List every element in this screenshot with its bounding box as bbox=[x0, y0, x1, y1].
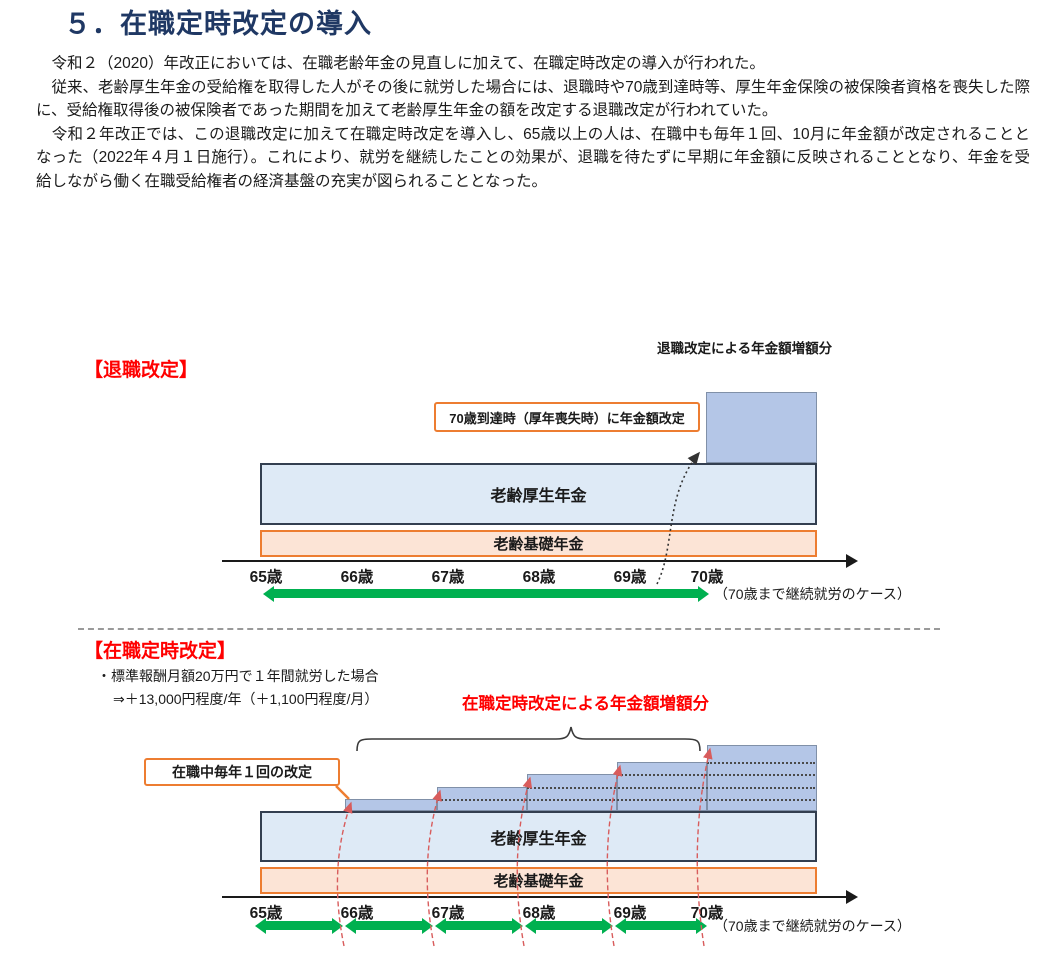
paragraph-3: 令和２年改正では、この退職改定に加えて在職定時改定を導入し、65歳以上の人は、在… bbox=[36, 125, 1030, 190]
diagram2-dotted-level-2 bbox=[527, 787, 815, 789]
diagram1-case-note: （70歳まで継続就労のケース） bbox=[714, 586, 911, 602]
diagram1-age-65: 65歳 bbox=[249, 569, 283, 586]
diagram1-title: 【退職改定】 bbox=[84, 360, 199, 381]
diagram2-callout: 在職中毎年１回の改定 bbox=[144, 758, 340, 786]
diagram2-year-arrow-4 bbox=[525, 917, 613, 934]
diagram1-age-69: 69歳 bbox=[613, 569, 647, 586]
diagram2-final-increase-block bbox=[707, 745, 817, 811]
diagram2-year-arrow-2 bbox=[345, 917, 433, 934]
diagram1-work-period-arrow bbox=[263, 585, 709, 602]
paragraph-1: 令和２（2020）年改正においては、在職老齢年金の見直しに加えて、在職定時改定の… bbox=[36, 55, 765, 72]
dashed-separator bbox=[78, 628, 940, 630]
diagram1-timeline-axis bbox=[222, 554, 858, 568]
diagram2-increase-label: 在職定時改定による年金額増額分 bbox=[462, 695, 710, 713]
diagram2-kiso-pension-bar: 老齢基礎年金 bbox=[260, 867, 817, 894]
diagram1-kiso-pension-bar: 老齢基礎年金 bbox=[260, 530, 817, 557]
diagram2-brace bbox=[356, 726, 701, 752]
diagram2-title: 【在職定時改定】 bbox=[84, 641, 237, 662]
diagram1-callout: 70歳到達時（厚年喪失時）に年金額改定 bbox=[434, 402, 700, 432]
diagram2-dotted-level-1 bbox=[437, 799, 815, 801]
diagram1-increase-block bbox=[706, 392, 817, 463]
diagram2-dotted-level-4 bbox=[707, 762, 815, 764]
diagram2-note-line1: ・標準報酬月額20万円で１年間就労した場合 bbox=[97, 668, 379, 684]
diagram1-age-67: 67歳 bbox=[431, 569, 465, 586]
page-title: ５．在職定時改定の導入 bbox=[64, 9, 372, 39]
diagram1-age-66: 66歳 bbox=[340, 569, 374, 586]
diagram2-year-arrow-5 bbox=[615, 917, 707, 934]
diagram1-kosei-pension-bar: 老齢厚生年金 bbox=[260, 463, 817, 525]
diagram2-year-arrow-1 bbox=[255, 917, 343, 934]
diagram2-note-line2: ⇒＋13,000円程度/年（＋1,100円程度/月） bbox=[113, 691, 379, 707]
diagram2-kosei-pension-bar: 老齢厚生年金 bbox=[260, 811, 817, 862]
diagram2-age-65: 65歳 bbox=[249, 905, 283, 922]
diagram1-age-68: 68歳 bbox=[522, 569, 556, 586]
diagram2-year-arrow-3 bbox=[435, 917, 523, 934]
diagram2-dotted-level-3 bbox=[617, 774, 815, 776]
diagram2-callout-pointer bbox=[335, 785, 350, 800]
diagram1-increase-label: 退職改定による年金額増額分 bbox=[657, 341, 833, 356]
paragraph-2: 従来、老齢厚生年金の受給権を取得した人がその後に就労した場合には、退職時や70歳… bbox=[36, 78, 1030, 120]
diagram2-step-block-3 bbox=[527, 774, 617, 811]
body-text: 令和２（2020）年改正においては、在職老齢年金の見直しに加えて、在職定時改定の… bbox=[36, 52, 1030, 193]
diagram2-step-block-1 bbox=[345, 799, 437, 811]
diagram2-case-note: （70歳まで継続就労のケース） bbox=[714, 918, 911, 934]
diagram2-timeline-axis bbox=[222, 890, 858, 904]
